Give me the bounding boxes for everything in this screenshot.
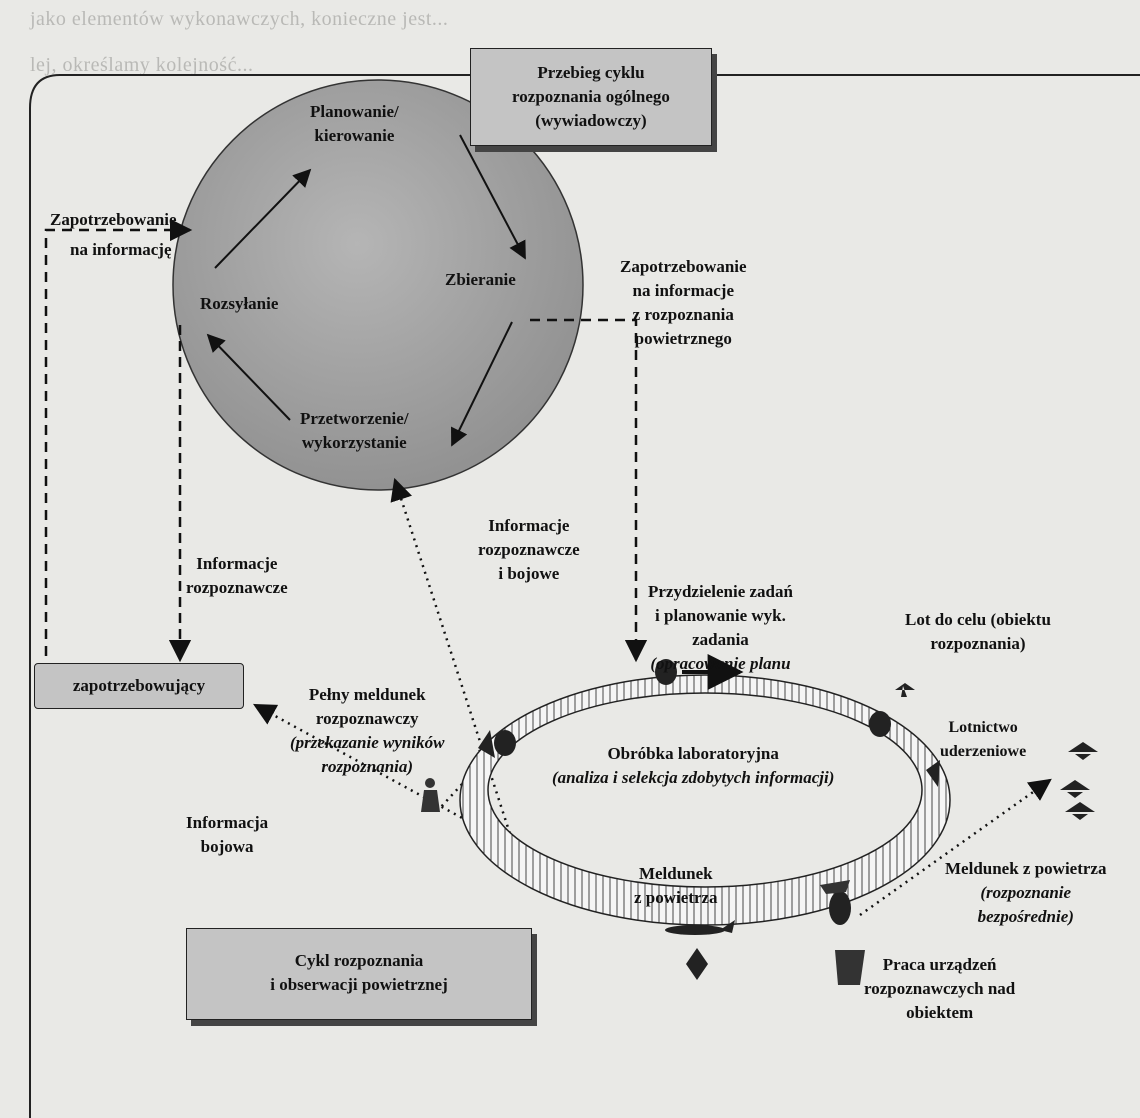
ib-line2: bojowa (200, 837, 254, 856)
lot-line1: Lot do celu (obiektu (905, 610, 1051, 629)
prz-line4: (opracowanie planu (650, 654, 791, 673)
lotn-line1: Lotnictwo (948, 719, 1018, 736)
lotnictwo-label: Lotnictwo uderzeniowe (940, 716, 1026, 764)
ir-line1: Informacje (196, 554, 278, 573)
pm-line2: rozpoznawczy (315, 709, 419, 728)
zapotrzebowujacy-box: zapotrzebowujący (34, 663, 244, 709)
title-bottom-line1: Cykl rozpoznania (294, 951, 424, 970)
przetworzenie-label: Przetworzenie/ wykorzystanie (300, 407, 409, 455)
prz-line2: i planowanie wyk. (655, 606, 786, 625)
background-text-line-1: jako elementów wykonawczych, konieczne j… (30, 8, 449, 30)
planowanie-line1: Planowanie/ (310, 102, 399, 121)
prz-line1: Przydzielenie zadań (648, 582, 793, 601)
ring-arrow-left (478, 730, 495, 758)
ring-node-diamond (686, 948, 708, 980)
zp-line2: na informacje (632, 281, 735, 300)
aircraft-silhouette-icon (665, 925, 725, 935)
background-text-line-2: lej, określamy kolejność... (30, 54, 254, 76)
rozsylanie-label: Rozsyłanie (200, 294, 279, 313)
ring-node-lot (869, 711, 891, 737)
planowanie-label: Planowanie/ kierowanie (310, 100, 399, 148)
arrow-planowanie-to-zbieranie (459, 134, 526, 260)
lotn-line2: uderzeniowe (940, 743, 1027, 760)
planowanie-line2: kierowanie (314, 126, 395, 145)
title-box-bottom: Cykl rozpoznania i obserwacji powietrzne… (186, 928, 532, 1020)
lot-do-celu-label: Lot do celu (obiektu rozpoznania) (905, 608, 1051, 656)
zp-line3: z rozpoznania (632, 305, 734, 324)
obr-line1: Obróbka laboratoryjna (607, 744, 779, 763)
zbieranie-label: Zbieranie (445, 270, 516, 289)
aircraft-icon-lot (895, 683, 915, 697)
mb-line1: Meldunek z powietrza (945, 859, 1107, 878)
przetworzenie-line1: Przetworzenie/ (300, 409, 409, 428)
zp-line1: Zapotrzebowanie (620, 257, 747, 276)
ring-node-planowanie (655, 659, 677, 685)
dotted-line-informacja-bojowa (253, 703, 641, 917)
irb-line1: Informacje (488, 516, 570, 535)
pu-line3: obiektem (906, 1003, 974, 1022)
ring-node-praca (829, 891, 851, 925)
obrobka-label: Obróbka laboratoryjna (analiza i selekcj… (552, 742, 834, 790)
meldunek-bezposredni-label: Meldunek z powietrza (rozpoznanie bezpoś… (945, 857, 1106, 929)
helicopter-icon (820, 880, 850, 894)
pu-line2: rozpoznawczych nad (864, 979, 1016, 998)
aircraft-icon-strike-1 (1068, 742, 1098, 760)
zapotrzebowujacy-label: zapotrzebowujący (72, 676, 206, 695)
dashed-line-zapotrzebowanie (44, 218, 193, 690)
reconnaissance-ring (459, 674, 951, 926)
pm-line4: rozpoznania) (321, 757, 414, 776)
pelny-meldunek-label: Pełny meldunek rozpoznawczy (przekazanie… (290, 683, 444, 779)
dashed-line-zapotrzebowanie-powietrzne (530, 318, 648, 663)
arrow-zbieranie-to-przetworzenie (451, 321, 513, 447)
zp-line4: powietrznego (634, 329, 732, 348)
pu-line1: Praca urządzeń (882, 955, 997, 974)
mb-line2: (rozpoznanie (980, 883, 1072, 902)
mb-line3: bezpośrednie) (977, 907, 1074, 926)
przydzielenie-label: Przydzielenie zadań i planowanie wyk. za… (648, 580, 793, 676)
title-top-line3: (wywiadowczy) (535, 111, 647, 130)
ir-line2: rozpoznawcze (186, 578, 288, 597)
mzp-line1: Meldunek (638, 864, 713, 883)
ring-arrow-right (926, 760, 940, 787)
dotted-line-to-circle (390, 477, 514, 841)
meldunek-z-powietrza-label: Meldunek z powietrza (634, 862, 718, 910)
aircraft-tail-icon (720, 920, 735, 933)
title-top-line2: rozpoznania ogólnego (512, 87, 670, 106)
lot-line2: rozpoznania) (930, 634, 1026, 653)
obr-line2: (analiza i selekcja zdobytych informacji… (552, 768, 835, 787)
title-box-top: Przebieg cyklu rozpoznania ogólnego (wyw… (470, 48, 712, 146)
mzp-line2: z powietrza (634, 888, 718, 907)
prz-line3: zadania (692, 630, 749, 649)
pm-line1: Pełny meldunek (308, 685, 426, 704)
przetworzenie-line2: wykorzystanie (301, 433, 407, 452)
zapotrzebowanie-info-label: Zapotrzebowanie na informację (50, 205, 177, 265)
ring-node-meldunek (494, 730, 516, 756)
person-icon (421, 778, 440, 812)
informacje-rozpoznawcze-bojowe-label: Informacje rozpoznawcze i bojowe (478, 514, 580, 586)
aircraft-icon-strike-3 (1065, 802, 1095, 820)
ib-line1: Informacja (186, 813, 269, 832)
informacje-rozpoznawcze-label: Informacje rozpoznawcze (186, 552, 288, 600)
arrow-przetworzenie-to-rozsylanie (206, 333, 291, 421)
pm-line3: (przekazanie wyników (290, 733, 445, 752)
zapotrzebowanie-info-line1: Zapotrzebowanie (50, 210, 177, 229)
arrow-rozsylanie-to-planowanie (214, 168, 312, 269)
aircraft-icon-strike-2 (1060, 780, 1090, 798)
informacja-bojowa-label: Informacja bojowa (186, 811, 268, 859)
irb-line3: i bojowe (498, 564, 560, 583)
title-top-line1: Przebieg cyklu (537, 63, 645, 82)
target-icon (835, 950, 865, 985)
title-bottom-line2: i obserwacji powietrznej (270, 975, 448, 994)
irb-line2: rozpoznawcze (478, 540, 580, 559)
zapotrzebowanie-info-line2: na informację (70, 240, 172, 259)
praca-urzadzen-label: Praca urządzeń rozpoznawczych nad obiekt… (864, 953, 1015, 1025)
zapotrzebowanie-powietrzne-label: Zapotrzebowanie na informacje z rozpozna… (620, 255, 747, 351)
